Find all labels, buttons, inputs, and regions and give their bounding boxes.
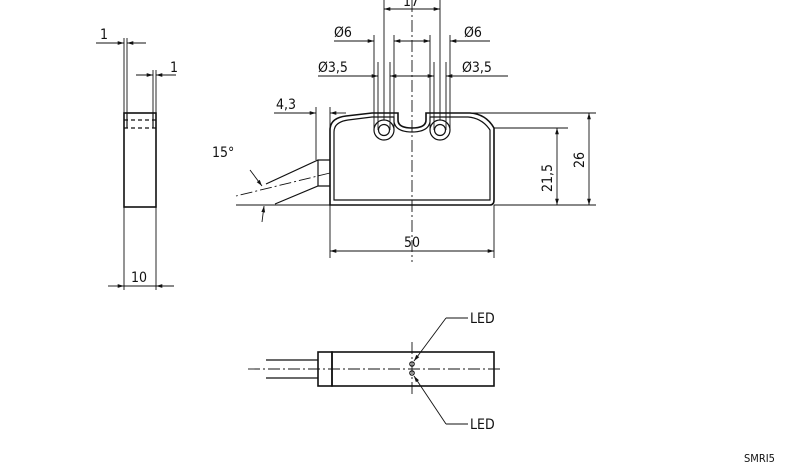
dim-height-total-label: 26 xyxy=(572,152,588,168)
dim-angle-label: 15° xyxy=(212,145,234,161)
led-top-marker xyxy=(409,361,415,367)
dim-side-width-label: 10 xyxy=(131,270,147,286)
dim-offset-label: 4,3 xyxy=(276,97,296,113)
drawing-code: SMRI5 xyxy=(744,452,775,465)
dim-right-outer-label: Ø6 xyxy=(464,25,482,41)
cable-centerline xyxy=(235,172,331,197)
dim-wall-inner-label: 1 xyxy=(170,60,178,76)
dim-left-outer-label: Ø6 xyxy=(334,25,352,41)
led-bottom-marker xyxy=(409,370,415,376)
hole-left-outer xyxy=(373,119,395,141)
dim-wall-top-label: 1 xyxy=(100,27,108,43)
dim-height-body-label: 21,5 xyxy=(540,164,556,192)
front-view-cable xyxy=(265,159,330,205)
dim-right-inner-label: Ø3,5 xyxy=(462,60,492,76)
side-view-body xyxy=(123,112,157,208)
front-view-body xyxy=(329,112,495,206)
led-bottom-label: LED xyxy=(470,417,495,433)
led-top-leader-b xyxy=(413,317,447,362)
hole-left-inner xyxy=(377,123,391,137)
hole-right-outer xyxy=(429,119,451,141)
side-view: 1 1 10 xyxy=(96,27,178,290)
dim-length-label: 50 xyxy=(404,235,420,251)
dim-angle-arrow-top xyxy=(249,169,263,187)
dim-left-inner-label: Ø3,5 xyxy=(318,60,348,76)
hole-right-inner xyxy=(433,123,447,137)
led-bottom-leader-b xyxy=(413,375,447,425)
led-top-label: LED xyxy=(470,311,495,327)
front-view: 17 Ø6 Ø6 Ø3,5 Ø3,5 4,3 15° 21,5 xyxy=(212,0,596,262)
bottom-view: LED LED xyxy=(248,311,500,433)
dim-angle-arrow-bottom xyxy=(261,205,266,223)
dim-hole-spacing-label: 17 xyxy=(403,0,419,10)
bottom-view-body xyxy=(331,351,495,387)
